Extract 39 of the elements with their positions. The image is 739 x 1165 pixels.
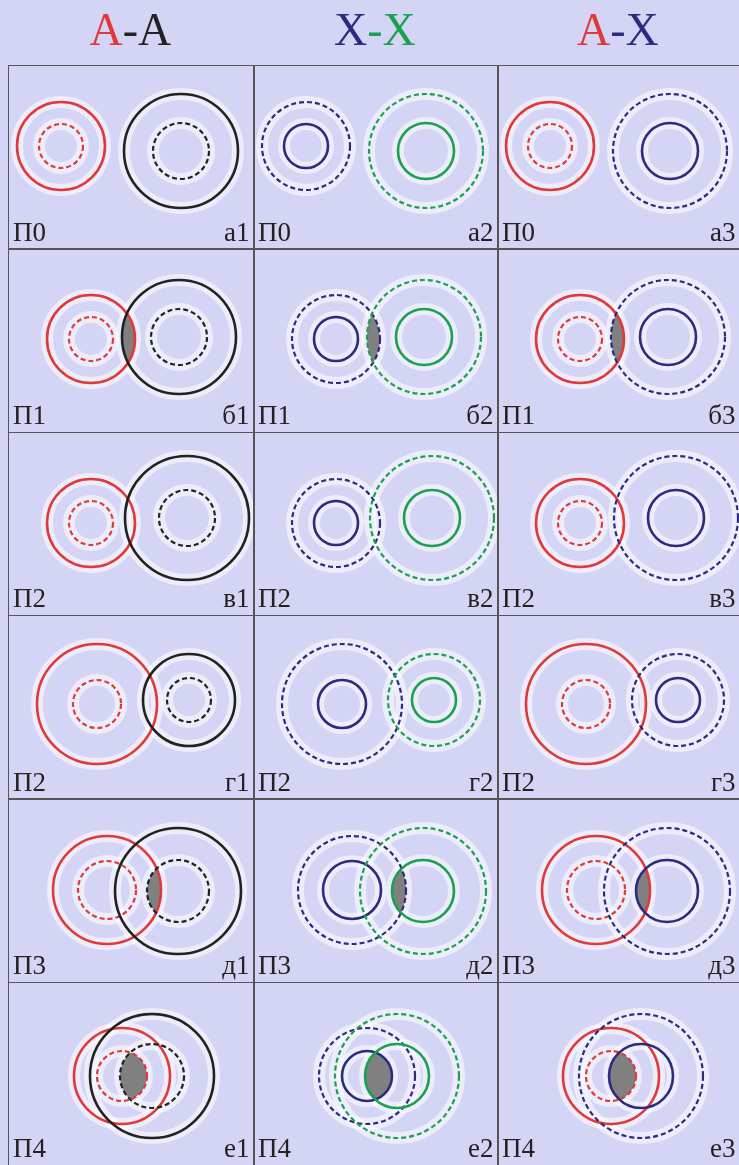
panel-letter: д1 — [222, 950, 250, 980]
phase-label: П2 — [502, 766, 535, 797]
phase-label: П2 — [258, 766, 291, 797]
column-heading: X-X — [334, 3, 416, 57]
panel-letter: г1 — [224, 766, 250, 797]
phase-label: П3 — [502, 950, 535, 980]
phase-label: П2 — [13, 583, 46, 614]
panel-letter: г2 — [468, 766, 494, 797]
panel-letter: а2 — [468, 216, 494, 247]
panel-letter: в2 — [467, 583, 494, 614]
phase-label: П2 — [13, 766, 46, 797]
panel-letter: д2 — [466, 950, 494, 980]
panel-letter: д3 — [708, 950, 736, 980]
phase-label: П1 — [13, 400, 46, 431]
phase-label: П3 — [13, 950, 46, 980]
phase-label: П0 — [13, 216, 46, 247]
panel-letter: а1 — [224, 216, 250, 247]
panel-letter: е3 — [710, 1133, 736, 1164]
panel-letter: в1 — [223, 583, 250, 614]
panel-letter: а3 — [710, 216, 736, 247]
phase-label: П2 — [258, 583, 291, 614]
phase-label: П3 — [258, 950, 291, 980]
phase-label: П0 — [502, 216, 535, 247]
phase-label: П2 — [502, 583, 535, 614]
panel-letter: в3 — [709, 583, 736, 614]
panel-letter: б2 — [466, 400, 494, 431]
phase-label: П4 — [502, 1133, 535, 1164]
phase-label: П1 — [258, 400, 291, 431]
panel-letter: б1 — [222, 400, 250, 431]
phase-label: П0 — [258, 216, 291, 247]
panel-letter: е2 — [468, 1133, 494, 1164]
phase-label: П4 — [13, 1133, 46, 1164]
column-heading: A-A — [89, 3, 172, 57]
panel-letter: е1 — [224, 1133, 250, 1164]
phase-label: П1 — [502, 400, 535, 431]
column-heading: A-X — [577, 3, 659, 57]
phase-label: П4 — [258, 1133, 291, 1164]
panel-letter: г3 — [710, 766, 736, 797]
panel-letter: б3 — [708, 400, 736, 431]
